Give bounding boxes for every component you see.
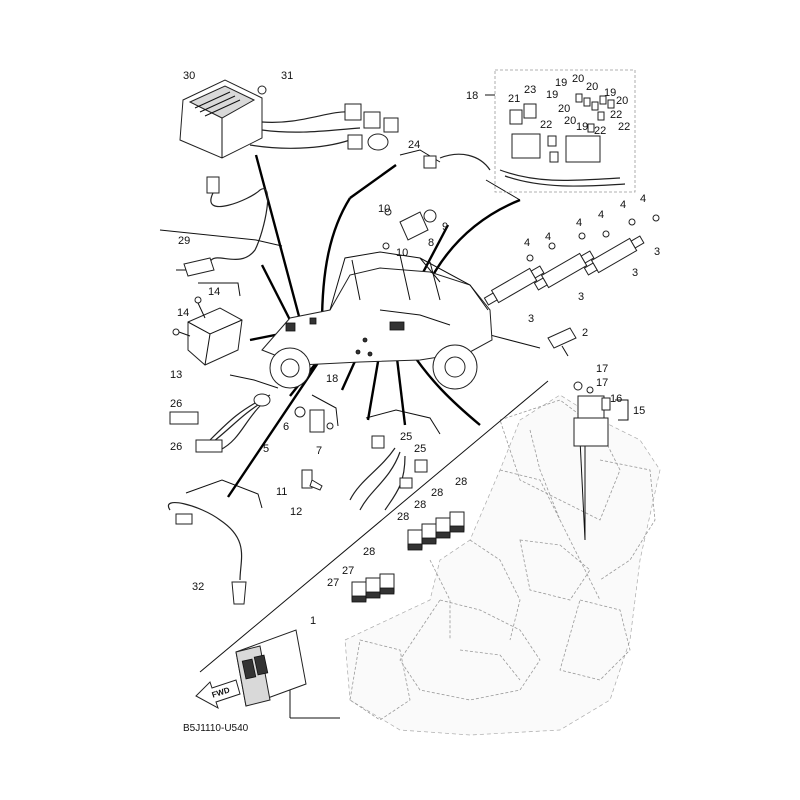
fwd-arrow: FWD <box>195 679 241 710</box>
part-1-ecu[interactable] <box>235 629 307 707</box>
callout-5: 5 <box>263 443 269 455</box>
callout-24: 24 <box>408 139 420 151</box>
callout-27a: 27 <box>327 577 339 589</box>
part-30-module[interactable] <box>179 79 399 159</box>
part-5-sensor[interactable] <box>294 406 334 433</box>
diagram-code: B5J1110-U540 <box>183 723 249 734</box>
callout-29: 29 <box>178 235 190 247</box>
callout-26b: 26 <box>170 441 182 453</box>
callout-19c: 19 <box>604 87 616 99</box>
callout-18b: 18 <box>466 90 478 102</box>
part-15-starter-relay[interactable] <box>573 381 611 447</box>
callout-4c: 4 <box>576 217 582 229</box>
callout-15: 15 <box>633 405 645 417</box>
callout-14a: 14 <box>208 286 220 298</box>
frame-chassis <box>344 394 661 736</box>
callout-32: 32 <box>192 581 204 593</box>
part-32-sensor[interactable] <box>167 502 247 605</box>
callout-3b: 3 <box>578 291 584 303</box>
callout-4d: 4 <box>598 209 604 221</box>
callout-9: 9 <box>442 221 448 233</box>
callout-12: 12 <box>290 506 302 518</box>
part-26-harness[interactable] <box>169 393 271 453</box>
callout-6: 6 <box>283 421 289 433</box>
part-24-connector[interactable] <box>423 153 491 171</box>
callout-25b: 25 <box>414 443 426 455</box>
part-3-injectors[interactable] <box>483 214 660 308</box>
callout-25a: 25 <box>400 431 412 443</box>
callout-19b: 19 <box>546 89 558 101</box>
callout-4e: 4 <box>620 199 626 211</box>
callout-26a: 26 <box>170 398 182 410</box>
callout-13: 13 <box>170 369 182 381</box>
callout-8: 8 <box>428 237 434 249</box>
part-2-sensor[interactable] <box>547 327 577 357</box>
callout-4b: 4 <box>545 231 551 243</box>
part-28-relays[interactable] <box>407 511 465 551</box>
callout-4f: 4 <box>640 193 646 205</box>
callout-28c: 28 <box>414 499 426 511</box>
callout-2: 2 <box>582 327 588 339</box>
callout-10a: 10 <box>378 203 390 215</box>
callout-1: 1 <box>310 615 316 627</box>
callout-22c: 22 <box>540 119 552 131</box>
callout-31: 31 <box>281 70 293 82</box>
callout-11: 11 <box>276 486 287 498</box>
callout-22a: 22 <box>610 109 622 121</box>
callout-labels: 30 31 29 14 14 13 26 26 6 5 7 11 12 32 1… <box>170 70 660 627</box>
callout-3d: 3 <box>654 246 660 258</box>
callout-17a: 17 <box>596 363 608 375</box>
callout-28b: 28 <box>397 511 409 523</box>
callout-23: 23 <box>524 84 536 96</box>
part-13-box[interactable] <box>172 296 243 366</box>
callout-10b: 10 <box>396 247 408 259</box>
callout-19a: 19 <box>555 77 567 89</box>
section-lines <box>159 94 629 719</box>
callout-20d: 20 <box>558 103 570 115</box>
part-29-sensor[interactable] <box>176 176 269 277</box>
callout-27b: 27 <box>342 565 354 577</box>
callout-4a: 4 <box>524 237 530 249</box>
callout-17b: 17 <box>596 377 608 389</box>
callout-30: 30 <box>183 70 195 82</box>
part-18-fuse-box[interactable] <box>494 69 636 193</box>
callout-21: 21 <box>508 93 520 105</box>
callout-20a: 20 <box>572 73 584 85</box>
callout-20e: 20 <box>564 115 576 127</box>
callout-14b: 14 <box>177 307 189 319</box>
callout-20c: 20 <box>616 95 628 107</box>
callout-7: 7 <box>316 445 322 457</box>
callout-28e: 28 <box>455 476 467 488</box>
callout-18a: 18 <box>326 373 338 385</box>
part-11-sensor[interactable] <box>301 469 323 491</box>
callout-20b: 20 <box>586 81 598 93</box>
part-8-sensor[interactable] <box>382 208 437 250</box>
vehicle-overview <box>261 251 493 390</box>
callout-3c: 3 <box>632 267 638 279</box>
callout-16: 16 <box>610 393 622 405</box>
callout-28a: 28 <box>363 546 375 558</box>
part-25-harness[interactable] <box>349 435 428 511</box>
callout-22b: 22 <box>618 121 630 133</box>
callout-19d: 19 <box>576 121 588 133</box>
part-27-relays[interactable] <box>351 573 395 603</box>
callout-28d: 28 <box>431 487 443 499</box>
callout-3a: 3 <box>528 313 534 325</box>
callout-22d: 22 <box>594 125 606 137</box>
